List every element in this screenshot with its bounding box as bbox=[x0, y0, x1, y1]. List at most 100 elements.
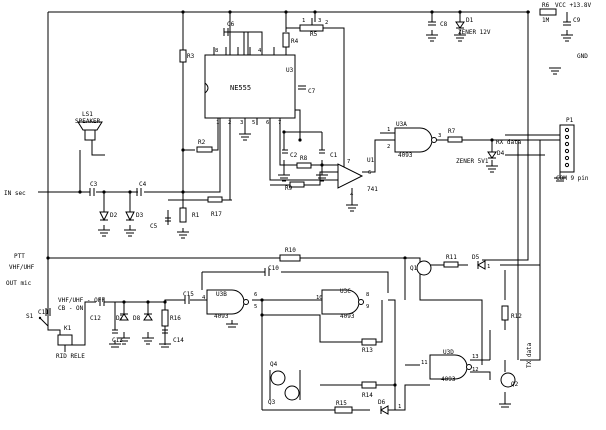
label-r9: R9 bbox=[285, 185, 293, 192]
label-u3d: U3D bbox=[443, 349, 454, 356]
label-rid-rele: RID RELE bbox=[56, 353, 85, 360]
label-r4: R4 bbox=[291, 38, 299, 45]
pin-r5-3: 2 bbox=[325, 20, 328, 26]
label-r10: R10 bbox=[285, 247, 296, 254]
label-c1: C1 bbox=[330, 152, 338, 159]
labels: R3 C6 R4 R5 U3 NE555 C7 C2 C1 R8 R9 U1 7… bbox=[4, 2, 592, 410]
pin-u3a-1: 1 bbox=[387, 127, 390, 133]
pin-u3a-3: 3 bbox=[438, 133, 441, 139]
label-c9: C9 bbox=[573, 17, 581, 24]
pin-741-6: 6 bbox=[368, 170, 371, 176]
pin-d5-1: 1 bbox=[487, 264, 490, 270]
label-vhf-uhf: VHF/UHF bbox=[9, 264, 35, 271]
pin-555-1: 1 bbox=[216, 120, 219, 126]
label-r16: R16 bbox=[170, 315, 181, 322]
pin-u3c-8: 8 bbox=[366, 292, 369, 298]
pin-u3b-5: 5 bbox=[254, 304, 257, 310]
pin-u3b-4: 4 bbox=[202, 295, 206, 301]
label-c2: C2 bbox=[290, 152, 298, 159]
label-c8: C8 bbox=[440, 21, 448, 28]
potentiometer-r5 bbox=[299, 18, 324, 32]
label-c14: C14 bbox=[173, 337, 184, 344]
pin-741-4: 4 bbox=[350, 192, 354, 198]
junction-dots bbox=[46, 10, 530, 387]
pin-555-3: 3 bbox=[240, 120, 243, 126]
op-amp-741 bbox=[337, 163, 364, 189]
ground-symbols bbox=[98, 30, 573, 408]
label-r13: R13 bbox=[362, 347, 373, 354]
capacitors bbox=[45, 21, 571, 334]
label-u3a: U3A bbox=[396, 121, 407, 128]
label-zener-12v: ZENER 12V bbox=[458, 29, 491, 36]
nand-gates bbox=[206, 127, 472, 380]
label-r2: R2 bbox=[198, 139, 206, 146]
label-c10: C10 bbox=[268, 265, 279, 272]
label-rx-data: RX data bbox=[496, 139, 522, 146]
relay-k1 bbox=[57, 334, 73, 352]
label-p1: P1 bbox=[566, 117, 574, 124]
pin-d6b-1: 1 bbox=[398, 404, 401, 410]
pin-555-4: 4 bbox=[258, 48, 262, 54]
pin-u3d-11: 11 bbox=[421, 360, 428, 366]
pin-u3d-13: 13 bbox=[472, 354, 479, 360]
label-zener-5v1: ZENER 5V1 bbox=[456, 158, 489, 165]
pin-555-5: 5 bbox=[252, 120, 255, 126]
label-in-sec: IN sec bbox=[4, 190, 26, 197]
pin-u3b-6: 6 bbox=[254, 292, 257, 298]
pin-555-2: 2 bbox=[228, 120, 231, 126]
label-c4: C4 bbox=[139, 181, 147, 188]
label-tx-data: TX data bbox=[526, 342, 533, 368]
label-vhf-off: VHF/UHF - OFF bbox=[58, 297, 105, 304]
label-r15: R15 bbox=[336, 400, 347, 407]
label-q4: Q4 bbox=[270, 361, 278, 368]
label-r17: R17 bbox=[211, 211, 222, 218]
label-d5: D5 bbox=[472, 254, 480, 261]
label-d3: D3 bbox=[136, 212, 144, 219]
label-d7: D7 bbox=[116, 315, 124, 322]
label-u3c: U3C bbox=[340, 288, 351, 295]
speaker-ls1 bbox=[77, 121, 105, 156]
pin-u3a-2: 2 bbox=[387, 144, 390, 150]
label-d4: D4 bbox=[497, 150, 505, 157]
pin-741-7: 7 bbox=[347, 159, 350, 165]
label-c7: C7 bbox=[308, 88, 316, 95]
label-d6b: D6 bbox=[378, 399, 386, 406]
label-4093-d: 4093 bbox=[441, 376, 456, 383]
label-ptt: PTT bbox=[14, 253, 25, 260]
label-c6: C6 bbox=[227, 21, 235, 28]
label-q3: Q3 bbox=[268, 399, 276, 406]
pin-555-8: 8 bbox=[215, 48, 218, 54]
label-q2: Q2 bbox=[511, 381, 519, 388]
transistors bbox=[270, 260, 516, 401]
label-4093-c: 4093 bbox=[340, 313, 355, 320]
label-vcc: VCC +13.8V bbox=[555, 2, 592, 9]
label-c3: C3 bbox=[90, 181, 98, 188]
pin-555-7: 7 bbox=[278, 120, 281, 126]
pin-r5-1: 1 bbox=[302, 18, 305, 24]
label-ls1: LS1 bbox=[82, 111, 93, 118]
label-speaker: SPEAKER bbox=[75, 118, 101, 125]
label-r6: R6 bbox=[542, 2, 550, 9]
label-r14: R14 bbox=[362, 392, 373, 399]
label-c15: C15 bbox=[183, 291, 194, 298]
label-d2: D2 bbox=[110, 212, 118, 219]
pin-u3d-12: 12 bbox=[472, 367, 479, 373]
diodes bbox=[99, 21, 497, 415]
label-c13: C13 bbox=[112, 337, 123, 344]
label-u3: U3 bbox=[286, 67, 294, 74]
label-u3b: U3B bbox=[216, 291, 227, 298]
pin-u3c-9: 9 bbox=[366, 304, 369, 310]
label-1m: 1M bbox=[542, 17, 550, 24]
label-r5: R5 bbox=[310, 31, 318, 38]
label-4093-a: 4093 bbox=[398, 152, 413, 159]
wires bbox=[38, 11, 568, 411]
label-4093-b: 4093 bbox=[214, 313, 229, 320]
label-cb-on: CB - ON bbox=[58, 305, 84, 312]
label-741: 741 bbox=[367, 186, 378, 193]
label-u1: U1 bbox=[367, 157, 375, 164]
label-out-mic: OUT mic bbox=[6, 280, 32, 287]
label-r8: R8 bbox=[300, 155, 308, 162]
switch-s1 bbox=[38, 316, 49, 327]
